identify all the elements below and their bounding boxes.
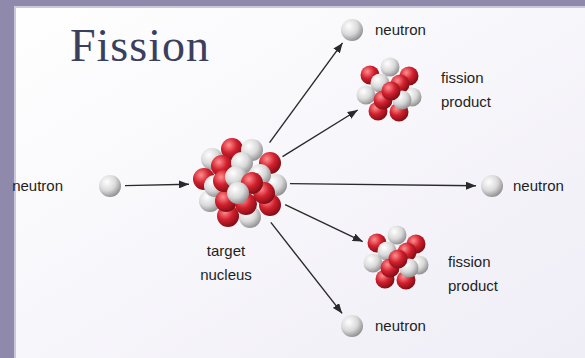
diagram-title: Fission (70, 20, 210, 72)
node-label: neutron (375, 18, 426, 42)
node-label: target nucleus (186, 239, 266, 287)
arrow-connector (270, 43, 343, 143)
neutron-sphere (341, 19, 363, 41)
neutron-node: neutron (341, 315, 363, 337)
node-label: neutron (12, 174, 63, 198)
arrow-connector (285, 205, 363, 242)
target-nucleus-node: target nucleus (194, 137, 286, 229)
arrow-connector (271, 222, 342, 313)
neutron-ball (227, 182, 249, 204)
node-label: fission product (441, 66, 521, 114)
fission-product-cluster (364, 226, 429, 290)
neutron-node: neutron (99, 175, 121, 197)
top-band (0, 0, 585, 6)
fission-product-node: fission product (364, 225, 430, 291)
neutron-sphere (481, 175, 503, 197)
neutron-node: neutron (481, 175, 503, 197)
node-label: neutron (375, 314, 426, 338)
arrow-connector (282, 110, 357, 157)
neutron-node: neutron (341, 19, 363, 41)
arrow-connector (290, 184, 476, 186)
arrow-connector (125, 184, 189, 185)
neutron-sphere (341, 315, 363, 337)
connector-group (125, 43, 476, 313)
side-band (0, 0, 14, 358)
node-label: fission product (448, 250, 528, 298)
fission-product-cluster (357, 58, 422, 122)
node-label: neutron (513, 174, 564, 198)
target-nucleus-cluster (193, 138, 287, 228)
neutron-sphere (99, 175, 121, 197)
fission-product-node: fission product (357, 57, 423, 123)
top-band-edge (14, 6, 585, 8)
